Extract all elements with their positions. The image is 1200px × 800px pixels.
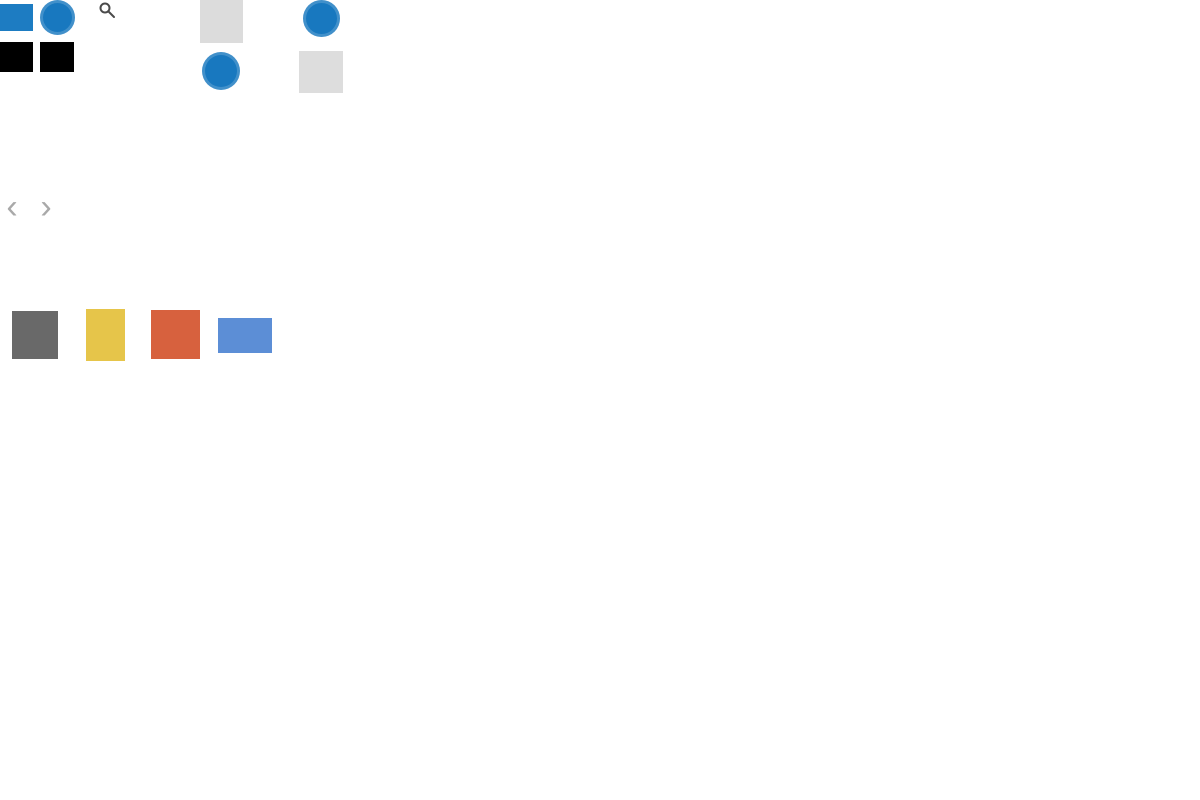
search-icon[interactable]	[98, 1, 118, 21]
profile-avatar-icon[interactable]	[40, 0, 75, 35]
logo-tile[interactable]	[0, 4, 33, 31]
yellow-thumbnail[interactable]	[86, 309, 125, 361]
menu-tile[interactable]	[40, 42, 74, 72]
carousel-prev-button[interactable]: ‹	[6, 188, 18, 226]
blue-thumbnail[interactable]	[218, 318, 272, 353]
image-placeholder[interactable]	[299, 51, 343, 93]
profile-avatar-icon[interactable]	[303, 0, 340, 37]
orange-thumbnail[interactable]	[151, 310, 200, 359]
carousel-next-button[interactable]: ›	[40, 188, 52, 226]
menu-tile[interactable]	[0, 42, 33, 72]
profile-avatar-icon[interactable]	[202, 52, 240, 90]
image-placeholder[interactable]	[200, 0, 243, 43]
gray-thumbnail[interactable]	[12, 311, 58, 359]
